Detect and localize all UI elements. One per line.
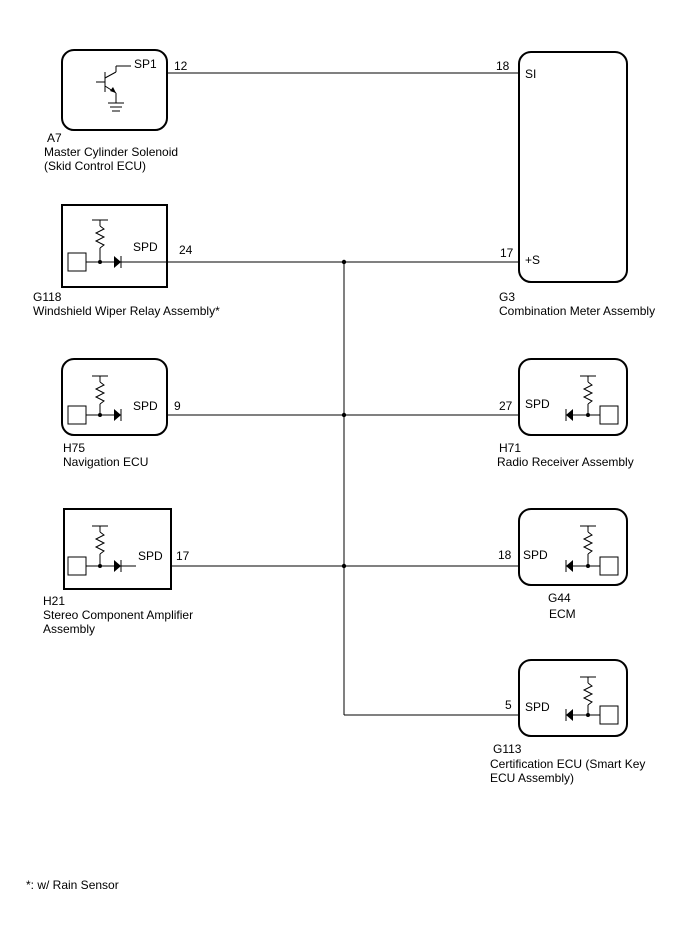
g3-name-line1: Combination Meter Assembly (499, 304, 656, 318)
driver-circuit-g113 (565, 676, 619, 725)
driver-circuit-g44 (565, 525, 619, 576)
g3-signal-s: +S (525, 253, 541, 267)
a7-name-line1: Master Cylinder Solenoid (44, 145, 179, 159)
footnote: *: w/ Rain Sensor (26, 878, 119, 892)
h21-pin: 17 (176, 549, 190, 563)
h71-name-line1: Radio Receiver Assembly (497, 455, 634, 469)
g118-box (61, 204, 168, 288)
g3-signal-si: SI (525, 67, 537, 81)
h21-box (63, 508, 172, 590)
diode-h71 (566, 409, 573, 421)
g44-signal: SPD (523, 548, 548, 562)
g113-box (518, 659, 628, 737)
g118-name-line1: Windshield Wiper Relay Assembly* (33, 304, 220, 318)
g113-name-line2: ECU Assembly) (490, 771, 575, 785)
a7-code: A7 (47, 131, 62, 145)
a7-signal: SP1 (134, 57, 157, 71)
diode-h21 (114, 560, 121, 572)
g118-signal: SPD (133, 240, 158, 254)
g113-name-line1: Certification ECU (Smart Key (490, 757, 646, 771)
g44-pin: 18 (498, 548, 512, 562)
diode-g118 (114, 256, 121, 268)
h71-signal: SPD (525, 397, 550, 411)
g44-box (518, 508, 628, 586)
g3-pin-s: 17 (500, 246, 514, 260)
g44-code: G44 (548, 591, 571, 605)
h75-box (61, 358, 168, 436)
h75-signal: SPD (133, 399, 158, 413)
diode-g44 (566, 560, 573, 572)
splice-point (341, 412, 347, 418)
g118-code: G118 (33, 290, 62, 304)
a7-pin: 12 (174, 59, 188, 73)
h21-code: H21 (43, 594, 66, 608)
g113-pin: 5 (505, 698, 512, 712)
driver-circuit-h71 (565, 375, 619, 425)
h71-code: H71 (499, 441, 522, 455)
h75-code: H75 (63, 441, 86, 455)
driver-circuit-h75 (67, 375, 122, 425)
g44-name-line1: ECM (549, 607, 576, 621)
diode-h75 (114, 409, 121, 421)
g3-code: G3 (499, 290, 516, 304)
h71-box (518, 358, 628, 436)
h21-name-line1: Stereo Component Amplifier (43, 608, 194, 622)
g3-pin-si: 18 (496, 59, 510, 73)
g113-code: G113 (493, 742, 522, 756)
a7-name-line2: (Skid Control ECU) (44, 159, 147, 173)
h75-name-line1: Navigation ECU (63, 455, 149, 469)
h21-signal: SPD (138, 549, 163, 563)
diode-g113 (566, 709, 573, 721)
h21-name-line2: Assembly (43, 622, 96, 636)
g113-signal: SPD (525, 700, 550, 714)
g3-box (518, 51, 628, 283)
driver-circuit-h21 (67, 525, 136, 576)
g118-pin: 24 (179, 243, 193, 257)
splice-point (341, 259, 347, 265)
h75-pin: 9 (174, 399, 181, 413)
a7-box (61, 49, 168, 131)
splice-point (341, 563, 347, 569)
h71-pin: 27 (499, 399, 513, 413)
transistor-arrow (110, 87, 116, 93)
